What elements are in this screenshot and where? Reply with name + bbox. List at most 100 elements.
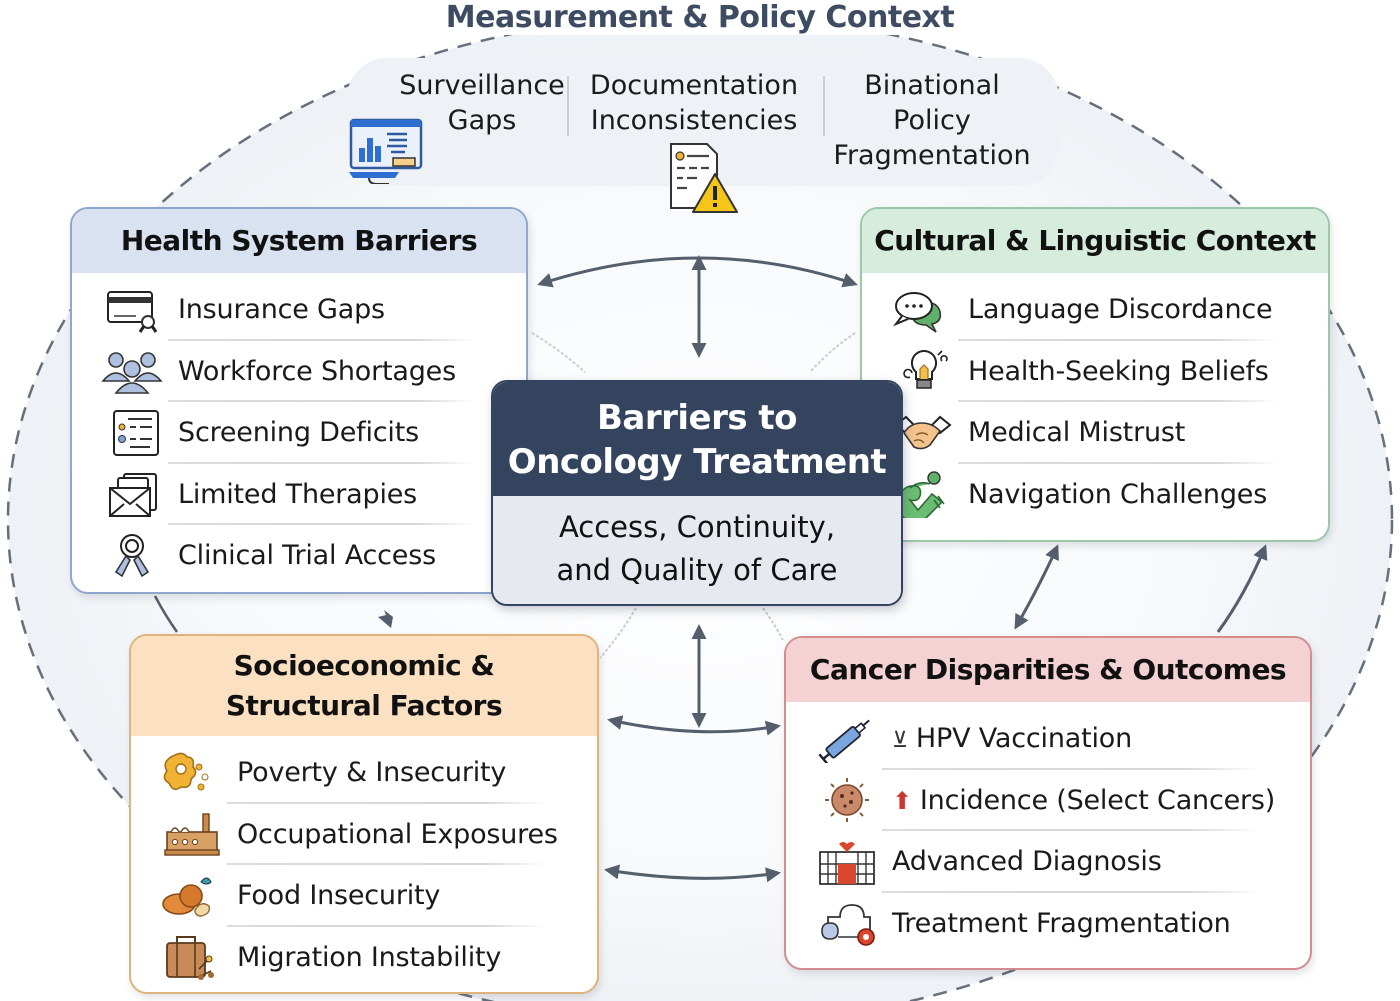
list-item: Clinical Trial Access <box>72 525 526 587</box>
list-item: Insurance Gaps <box>72 279 526 341</box>
divider <box>168 400 476 402</box>
list-item: Poverty & Insecurity <box>131 742 597 804</box>
measure-item-documentation: Documentation Inconsistencies <box>579 68 809 138</box>
item-label: Occupational Exposures <box>237 818 558 850</box>
list-item: Limited Therapies <box>72 464 526 525</box>
document-warning-icon <box>670 143 738 213</box>
item-label: Screening Deficits <box>178 417 419 449</box>
separator <box>823 76 825 136</box>
cultural-linguistic-card: Cultural & Linguistic Context Language D… <box>860 207 1330 542</box>
central-subtitle-line: and Quality of Care <box>556 553 838 587</box>
divider <box>882 890 1260 893</box>
handshake-icon <box>890 409 956 457</box>
central-title-line: Barriers to <box>596 398 798 438</box>
list-item: Screening Deficits <box>72 402 526 464</box>
measurement-policy-strip: Surveillance Gaps Documentation Inconsis… <box>347 58 1059 213</box>
card-title: Cultural & Linguistic Context <box>862 209 1328 273</box>
central-title-line: Oncology Treatment <box>507 442 887 482</box>
item-label: ⬆Incidence (Select Cancers) <box>892 785 1275 816</box>
helping-hand-icon <box>890 470 956 523</box>
item-label: Migration Instability <box>237 941 502 973</box>
card-title: Socioeconomic & Structural Factors <box>131 636 597 736</box>
arrow-socio-cancer-lower <box>604 864 781 883</box>
monitor-chart-icon <box>349 118 423 184</box>
checklist-icon <box>100 409 166 457</box>
list-item: ⊻ HPV Vaccination <box>786 708 1310 770</box>
hospital-icon <box>814 838 880 886</box>
list-item: Health-Seeking Beliefs <box>862 341 1328 402</box>
divider <box>958 338 1278 341</box>
divider <box>168 523 476 525</box>
central-concept-box: Barriers to Oncology Treatment Access, C… <box>491 380 903 606</box>
arrow-socio-cancer-upper <box>607 715 781 736</box>
socioeconomic-structural-card: Socioeconomic & Structural Factors Pover… <box>129 634 599 994</box>
measure-item-binational: Binational Policy Fragmentation <box>817 68 1047 173</box>
list-item: Language Discordance <box>862 279 1328 341</box>
measure-line: Documentation <box>589 70 799 101</box>
divider <box>168 338 476 341</box>
item-label: Advanced Diagnosis <box>892 846 1162 878</box>
factory-icon <box>159 810 225 858</box>
ribbon-award-icon <box>100 532 166 580</box>
arrow-cancer-to-cultural <box>1216 544 1268 633</box>
broken-coins-icon <box>159 749 225 797</box>
decrease-marker-icon: ⊻ <box>892 728 908 754</box>
connector-faint <box>531 332 586 373</box>
divider <box>227 863 547 865</box>
speech-bubbles-icon <box>890 286 956 334</box>
diagram-title: Measurement & Policy Context <box>0 0 1400 35</box>
item-label: Poverty & Insecurity <box>237 757 507 789</box>
card-title-line: Structural Factors <box>225 689 503 722</box>
item-label: Treatment Fragmentation <box>892 907 1231 939</box>
insurance-card-icon <box>100 286 166 334</box>
arrow-small-pointer <box>378 610 393 628</box>
list-item: ⬆Incidence (Select Cancers) <box>786 770 1310 831</box>
central-subtitle: Access, Continuity, and Quality of Care <box>493 496 901 604</box>
item-label: Medical Mistrust <box>968 417 1186 449</box>
separator <box>567 76 569 136</box>
measure-line: Gaps <box>447 105 517 136</box>
card-title: Cancer Disparities & Outcomes <box>786 638 1310 702</box>
item-label: Food Insecurity <box>237 880 441 912</box>
item-label: Workforce Shortages <box>178 355 456 387</box>
arrow-cultural-cancer <box>1014 544 1059 630</box>
measure-line: Binational <box>864 70 1000 101</box>
up-arrow-icon: ⬆ <box>892 786 912 815</box>
divider <box>958 400 1278 402</box>
item-label: Clinical Trial Access <box>178 540 436 572</box>
list-item: Treatment Fragmentation <box>786 893 1310 955</box>
central-subtitle-line: Access, Continuity, <box>558 510 836 544</box>
list-item: Migration Instability <box>131 927 597 989</box>
item-label: Limited Therapies <box>178 478 418 510</box>
measure-item-surveillance: Surveillance Gaps <box>377 68 587 138</box>
item-label-text: Incidence (Select Cancers) <box>919 784 1276 816</box>
suitcase-icon <box>159 933 225 981</box>
virus-icon <box>814 776 880 824</box>
list-item: Food Insecurity <box>131 865 597 927</box>
item-label: Language Discordance <box>968 294 1273 326</box>
connector-line <box>153 595 179 633</box>
divider <box>227 924 547 927</box>
item-label: Insurance Gaps <box>178 294 385 326</box>
list-item: Advanced Diagnosis <box>786 831 1310 893</box>
divider <box>882 829 1260 831</box>
item-label: ⊻ HPV Vaccination <box>892 723 1132 754</box>
divider <box>227 801 547 804</box>
central-title: Barriers to Oncology Treatment <box>493 382 901 496</box>
disconnected-network-icon <box>814 899 880 947</box>
envelope-documents-icon <box>100 470 166 518</box>
list-item: Occupational Exposures <box>131 804 597 865</box>
item-label-text: HPV Vaccination <box>915 723 1133 755</box>
list-item: Medical Mistrust <box>862 402 1328 464</box>
item-label: Health-Seeking Beliefs <box>968 355 1269 387</box>
lightbulb-icon <box>890 347 956 395</box>
list-item: Workforce Shortages <box>72 341 526 402</box>
card-title: Health System Barriers <box>72 209 526 273</box>
measure-line: Policy <box>893 105 971 136</box>
people-group-icon <box>100 347 166 395</box>
bread-icon <box>159 872 225 920</box>
divider <box>882 767 1260 770</box>
cancer-disparities-card: Cancer Disparities & Outcomes ⊻ HPV Vacci… <box>784 636 1312 970</box>
connector-faint <box>599 607 637 659</box>
connector-faint <box>809 332 856 373</box>
